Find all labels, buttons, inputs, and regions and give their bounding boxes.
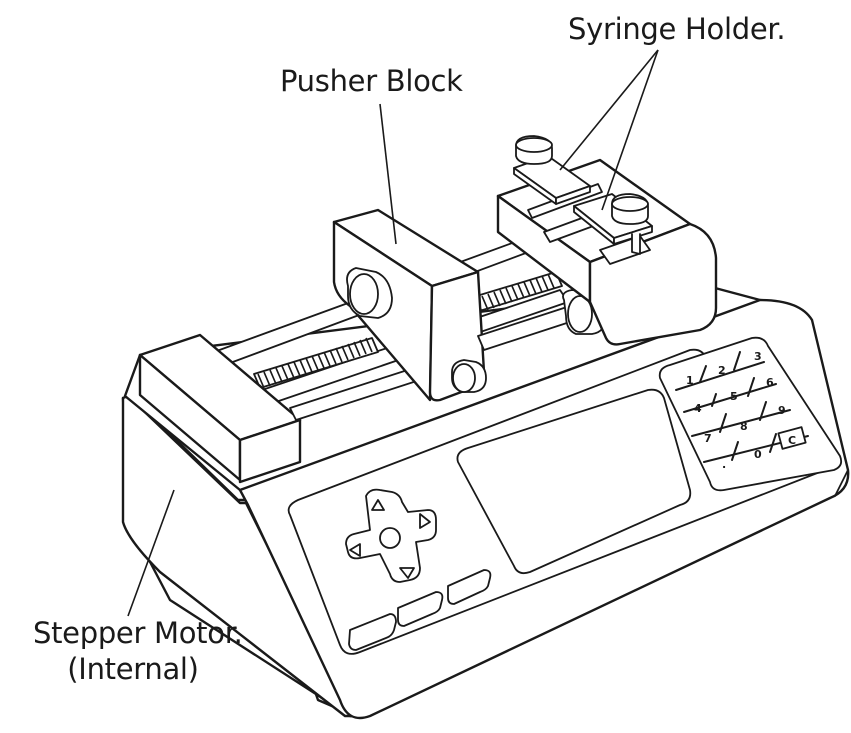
- key-1[interactable]: 1: [686, 374, 694, 387]
- lcd-screen: [456, 388, 692, 575]
- key-8[interactable]: 8: [740, 420, 748, 433]
- key-clear-box: [777, 426, 807, 450]
- label-stepper-motor-line1: Stepper Motor.: [33, 616, 243, 650]
- key-2[interactable]: 2: [718, 364, 726, 377]
- soft-button-2[interactable]: [397, 591, 444, 627]
- soft-button-1[interactable]: [348, 613, 397, 651]
- label-stepper-motor-line2: (Internal): [67, 652, 199, 686]
- label-pusher-block: Pusher Block: [280, 64, 463, 98]
- soft-buttons: [348, 569, 492, 651]
- key-0[interactable]: 0: [754, 448, 762, 461]
- label-stepper-motor: Stepper Motor. (Internal): [33, 615, 243, 687]
- direction-pad[interactable]: [345, 488, 437, 583]
- leader-syringe-2: [601, 49, 659, 211]
- keypad: 1 2 3 4 5 6 7 8 9 . 0 C: [658, 336, 843, 492]
- key-3[interactable]: 3: [754, 350, 762, 363]
- key-5[interactable]: 5: [730, 390, 738, 403]
- up-arrow-icon[interactable]: [371, 499, 385, 511]
- lead-screw: [253, 271, 563, 389]
- leader-motor: [127, 489, 175, 617]
- key-4[interactable]: 4: [694, 402, 702, 415]
- soft-button-3[interactable]: [447, 569, 492, 605]
- end-block: [138, 333, 302, 484]
- leader-lines: [127, 49, 659, 617]
- key-clear[interactable]: C: [788, 434, 796, 447]
- key-6[interactable]: 6: [766, 376, 774, 389]
- key-decimal[interactable]: .: [722, 458, 726, 471]
- pusher-block: [332, 208, 487, 402]
- right-arrow-icon[interactable]: [419, 513, 431, 529]
- label-syringe-holder: Syringe Holder.: [568, 12, 786, 46]
- syringe-clamps: [513, 135, 653, 255]
- leader-pusher: [379, 103, 397, 245]
- left-arrow-icon[interactable]: [349, 543, 361, 557]
- ok-button[interactable]: [379, 527, 401, 549]
- key-7[interactable]: 7: [704, 432, 712, 445]
- down-arrow-icon[interactable]: [399, 567, 415, 579]
- leader-syringe-1: [559, 49, 659, 171]
- key-9[interactable]: 9: [778, 404, 786, 417]
